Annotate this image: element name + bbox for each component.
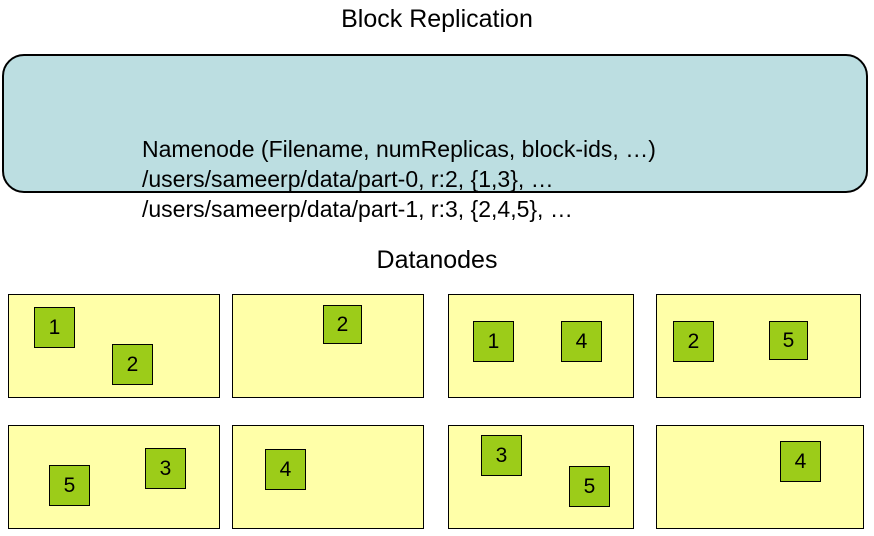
block-replica: 4 [265,449,306,490]
block-replica: 1 [473,321,514,362]
block-replica: 1 [34,307,75,348]
datanode-1: 1 2 [8,294,220,398]
datanode-2: 2 [232,294,424,398]
block-replica: 3 [481,435,522,476]
datanode-3: 1 4 [448,294,634,398]
block-replica: 2 [673,321,714,362]
datanode-7: 3 5 [448,425,634,529]
datanodes-section-label: Datanodes [376,246,498,274]
namenode-header-line: Namenode (Filename, numReplicas, block-i… [142,136,656,162]
block-replica: 2 [323,305,362,344]
block-replica: 5 [569,466,610,507]
namenode-file-entry-1: /users/sameerp/data/part-1, r:3, {2,4,5}… [142,196,573,222]
datanode-4: 2 5 [656,294,861,398]
block-replica: 2 [112,344,153,385]
namenode-metadata-text: Namenode (Filename, numReplicas, block-i… [142,134,842,224]
namenode-file-entry-0: /users/sameerp/data/part-0, r:2, {1,3}, … [142,166,554,192]
datanode-8: 4 [656,425,864,529]
block-replica: 3 [145,448,186,489]
namenode-panel: Namenode (Filename, numReplicas, block-i… [2,54,868,222]
datanode-6: 4 [232,425,424,529]
page-title: Block Replication [341,5,533,33]
block-replica: 4 [561,321,602,362]
datanode-5: 5 3 [8,425,220,529]
block-replica: 5 [769,321,808,360]
block-replica: 4 [780,441,821,482]
block-replica: 5 [49,465,90,506]
